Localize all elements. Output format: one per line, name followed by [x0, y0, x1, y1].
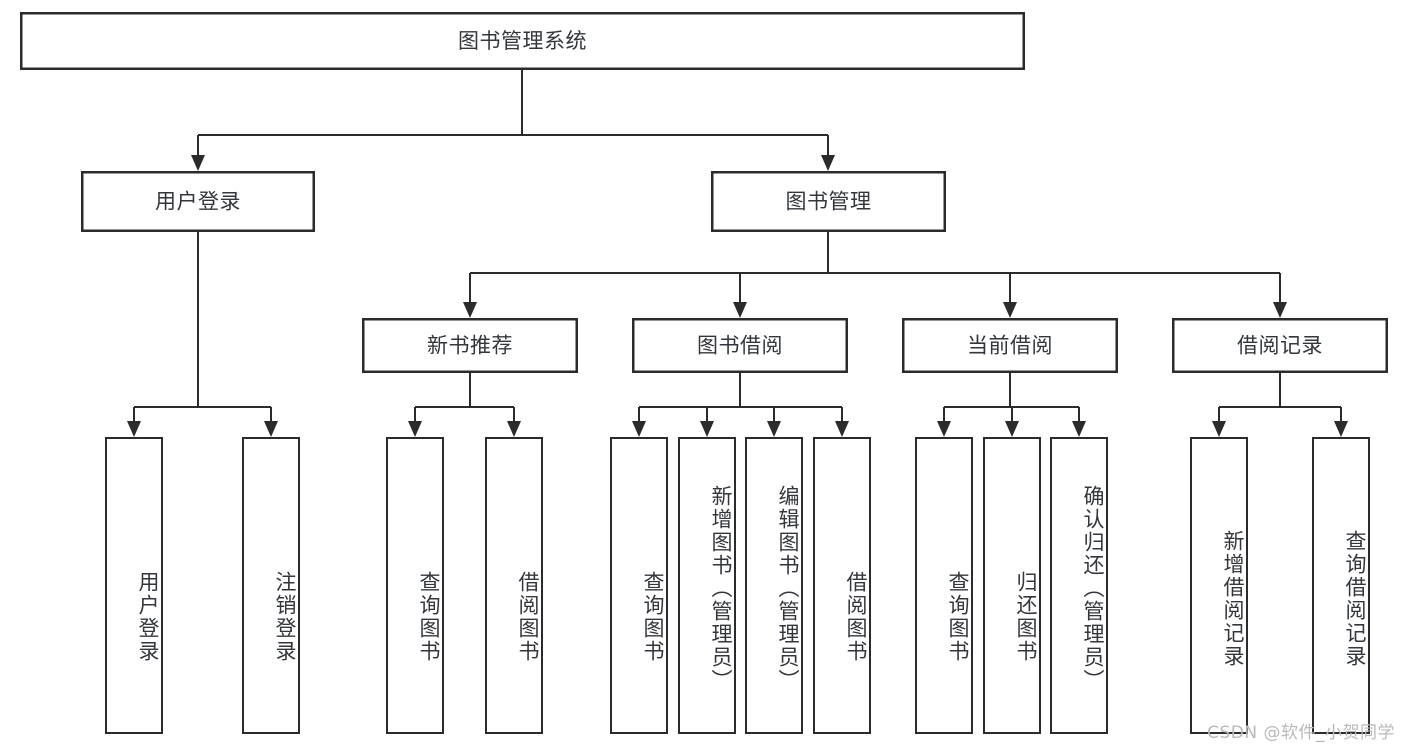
leaf-node-新增图书管理员[interactable]: 新增图书（管理员）: [678, 437, 736, 734]
leaf-node-label: 查询图书: [946, 570, 970, 663]
leaf-node-label: 借阅图书: [844, 570, 868, 663]
arrow-head-icon: [264, 421, 278, 437]
arrow-head-icon: [1003, 302, 1017, 318]
leaf-node-label: 归还图书: [1014, 570, 1038, 663]
connector-new-book-to-leaves: [408, 373, 521, 437]
level3-node-当前借阅[interactable]: 当前借阅: [902, 318, 1119, 374]
leaf-node-label: 用户登录: [136, 570, 160, 663]
arrow-head-icon: [700, 421, 714, 437]
node-label: 图书借阅: [697, 334, 783, 358]
arrow-head-icon: [632, 421, 646, 437]
leaf-node-查询图书[interactable]: 查询图书: [915, 437, 973, 734]
leaf-node-查询借阅记录[interactable]: 查询借阅记录: [1312, 437, 1370, 734]
arrow-head-icon: [835, 421, 849, 437]
connector-record-to-leaves: [1212, 373, 1348, 437]
node-label: 新书推荐: [427, 334, 513, 358]
arrow-head-icon: [1005, 421, 1019, 437]
arrow-head-icon: [733, 302, 747, 318]
arrow-head-icon: [408, 421, 422, 437]
node-box: [711, 170, 947, 232]
node-box: [362, 318, 579, 374]
leaf-node-label: 确认归还（管理员）: [1081, 485, 1105, 692]
node-label: 图书管理系统: [458, 29, 587, 53]
arrow-head-icon: [463, 302, 477, 318]
node-label: 借阅记录: [1237, 334, 1323, 358]
arrow-head-icon: [1334, 421, 1348, 437]
connector-current-to-leaves: [937, 373, 1086, 437]
leaf-node-label: 新增借阅记录: [1221, 529, 1245, 668]
node-box: [20, 11, 1025, 70]
connector-user-login-to-leaves: [127, 232, 278, 437]
arrow-head-icon: [127, 421, 141, 437]
leaf-node-label: 查询借阅记录: [1343, 529, 1367, 668]
level2-node-图书管理[interactable]: 图书管理: [711, 170, 947, 232]
leaf-node-label: 注销登录: [273, 570, 297, 663]
arrow-head-icon: [767, 421, 781, 437]
leaf-node-label: 编辑图书（管理员）: [776, 485, 800, 692]
node-box: [1171, 318, 1388, 374]
leaf-node-注销登录[interactable]: 注销登录: [242, 437, 300, 734]
node-box: [902, 318, 1119, 374]
level3-node-新书推荐[interactable]: 新书推荐: [362, 318, 579, 374]
leaf-node-归还图书[interactable]: 归还图书: [983, 437, 1041, 734]
arrow-head-icon: [507, 421, 521, 437]
leaf-node-用户登录[interactable]: 用户登录: [105, 437, 163, 734]
leaf-node-借阅图书[interactable]: 借阅图书: [485, 437, 543, 734]
arrow-head-icon: [191, 155, 205, 171]
arrow-head-icon: [1072, 421, 1086, 437]
leaf-node-确认归还管理员[interactable]: 确认归还（管理员）: [1050, 437, 1108, 734]
arrow-head-icon: [1273, 302, 1287, 318]
root-node-图书管理系统[interactable]: 图书管理系统: [20, 11, 1025, 70]
connector-borrow-to-leaves: [632, 373, 849, 437]
node-label: 当前借阅: [967, 334, 1053, 358]
leaf-node-label: 借阅图书: [516, 570, 540, 663]
leaf-node-查询图书[interactable]: 查询图书: [610, 437, 668, 734]
connector-root-to-level2: [191, 70, 835, 171]
leaf-node-借阅图书[interactable]: 借阅图书: [813, 437, 871, 734]
node-label: 用户登录: [155, 190, 241, 214]
connectors-layer: [127, 70, 1348, 437]
level3-node-图书借阅[interactable]: 图书借阅: [632, 318, 849, 374]
leaf-node-编辑图书管理员[interactable]: 编辑图书（管理员）: [745, 437, 803, 734]
leaf-node-label: 新增图书（管理员）: [709, 485, 733, 692]
node-box: [80, 170, 316, 232]
arrow-head-icon: [821, 155, 835, 171]
arrow-head-icon: [1212, 421, 1226, 437]
leaf-node-新增借阅记录[interactable]: 新增借阅记录: [1190, 437, 1248, 734]
node-label: 图书管理: [786, 190, 872, 214]
leaf-node-label: 查询图书: [641, 570, 665, 663]
node-box: [632, 318, 849, 374]
leaf-node-查询图书[interactable]: 查询图书: [386, 437, 444, 734]
connector-book-mgmt-to-level3: [463, 232, 1287, 318]
level3-node-借阅记录[interactable]: 借阅记录: [1171, 318, 1388, 374]
leaf-node-label: 查询图书: [417, 570, 441, 663]
arrow-head-icon: [937, 421, 951, 437]
level2-node-用户登录[interactable]: 用户登录: [80, 170, 316, 232]
